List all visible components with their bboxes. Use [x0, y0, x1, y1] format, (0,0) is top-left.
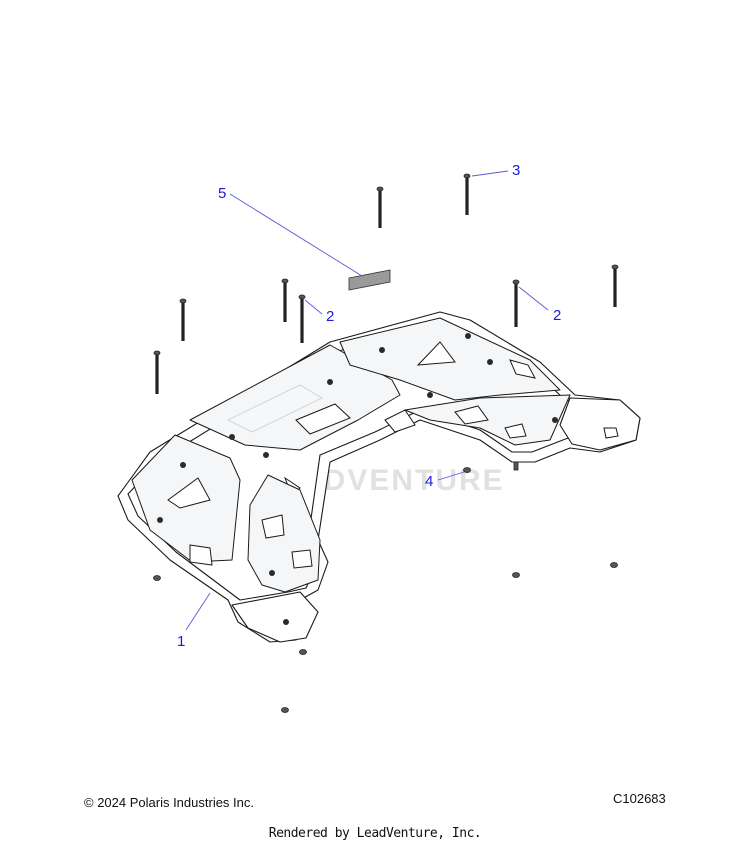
bolt-2-3: [512, 279, 520, 327]
copyright-text: © 2024 Polaris Industries Inc.: [84, 795, 254, 810]
stud: [513, 461, 519, 471]
nut-1: [463, 467, 471, 473]
bolt-left-2: [153, 350, 161, 394]
bolt-2-1: [281, 278, 289, 322]
callout-5[interactable]: 5: [218, 185, 226, 202]
nuts: [153, 461, 618, 713]
render-credit: Rendered by LeadVenture, Inc.: [268, 826, 482, 841]
callout-4[interactable]: 4: [425, 473, 433, 490]
nut-6: [281, 707, 289, 713]
nut-2: [153, 575, 161, 581]
callout-1[interactable]: 1: [177, 633, 185, 650]
decal: [348, 269, 391, 291]
leader-lines: [185, 170, 549, 631]
diagram-id: C102683: [613, 791, 666, 806]
bolt-2-4: [611, 264, 619, 307]
callout-3[interactable]: 3: [512, 162, 520, 179]
nut-5: [299, 649, 307, 655]
nut-4: [610, 562, 618, 568]
bolt-3-1: [376, 186, 384, 228]
callout-2a[interactable]: 2: [326, 308, 334, 325]
watermark-text: ADVENTURE: [300, 464, 505, 497]
bolt-left-1: [179, 298, 187, 341]
bolt-2-2: [298, 294, 306, 343]
callout-2b[interactable]: 2: [553, 307, 561, 324]
nut-3: [512, 572, 520, 578]
cargo-rack: [117, 311, 641, 643]
bolts: [153, 173, 619, 394]
bolt-3-2: [463, 173, 471, 215]
